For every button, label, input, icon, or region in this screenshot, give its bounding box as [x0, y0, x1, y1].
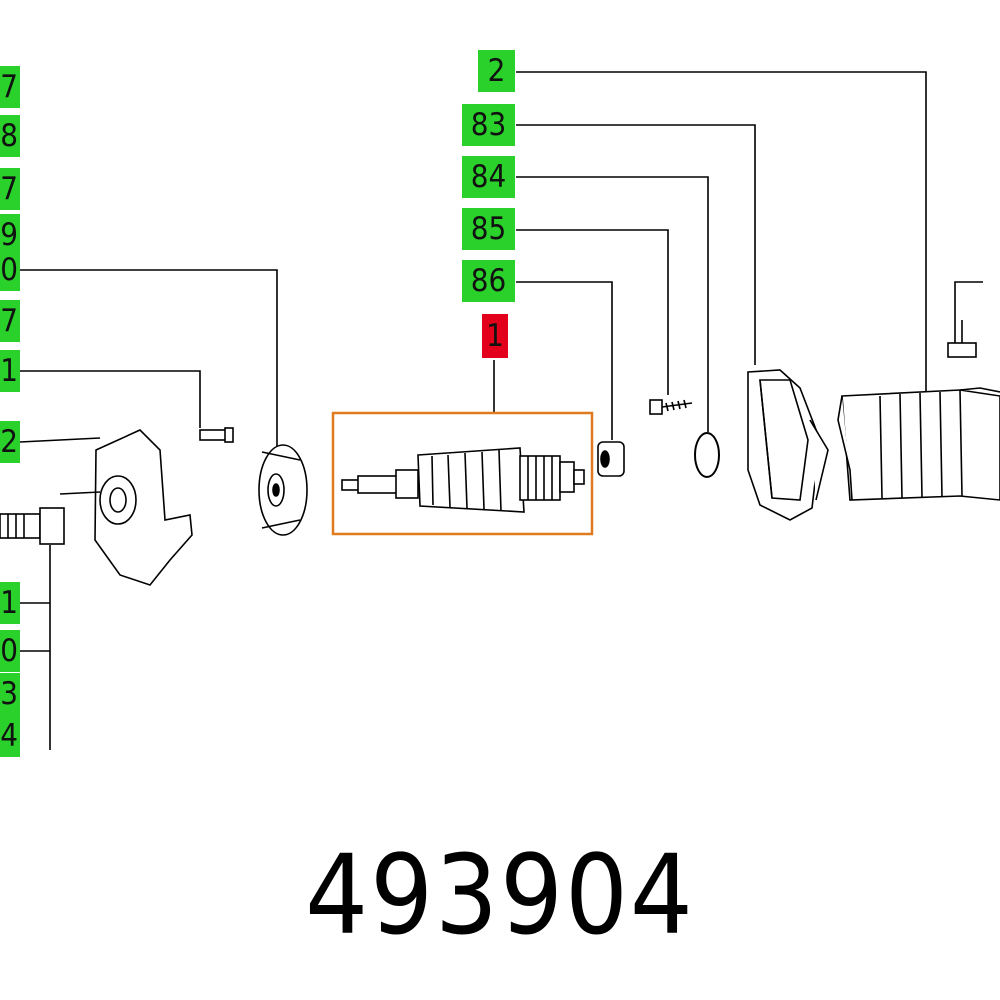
- screw-drawing: [649, 399, 693, 415]
- o-ring-drawing: [694, 432, 720, 478]
- left-screw-drawing: [199, 427, 234, 443]
- callout-left-11[interactable]: 3: [0, 673, 20, 715]
- callout-left-7[interactable]: 1: [0, 350, 20, 392]
- callout-left-12[interactable]: 4: [0, 715, 20, 757]
- leader-lines: [19, 71, 983, 750]
- armature-drawing: [341, 447, 585, 513]
- callout-left-8[interactable]: 2: [0, 421, 20, 463]
- callout-left-1[interactable]: 7: [0, 66, 20, 108]
- callout-left-5[interactable]: 0: [0, 249, 20, 291]
- part-number-label: 493904: [305, 831, 695, 959]
- callout-left-2[interactable]: 8: [0, 115, 20, 157]
- callout-left-9[interactable]: 1: [0, 582, 20, 624]
- bearing-flange-drawing: [59, 429, 193, 586]
- callout-2[interactable]: 2: [478, 50, 515, 92]
- spindle-drawing: [0, 507, 65, 545]
- bearing-drawing: [597, 441, 625, 477]
- callout-86[interactable]: 86: [462, 260, 515, 302]
- fan-wheel-drawing: [258, 444, 308, 536]
- callout-left-4[interactable]: 9: [0, 214, 20, 256]
- callout-83[interactable]: 83: [462, 104, 515, 146]
- selected-part-frame: [331, 411, 594, 536]
- callout-left-3[interactable]: 7: [0, 168, 20, 210]
- callout-1-highlighted[interactable]: 1: [482, 314, 508, 358]
- fan-baffle-drawing: [747, 369, 829, 521]
- stator-drawing: [837, 387, 1000, 501]
- carbon-brush-drawing: [947, 320, 977, 358]
- callout-84[interactable]: 84: [462, 156, 515, 198]
- callout-left-6[interactable]: 7: [0, 300, 20, 342]
- callout-left-10[interactable]: 0: [0, 630, 20, 672]
- callout-85[interactable]: 85: [462, 208, 515, 250]
